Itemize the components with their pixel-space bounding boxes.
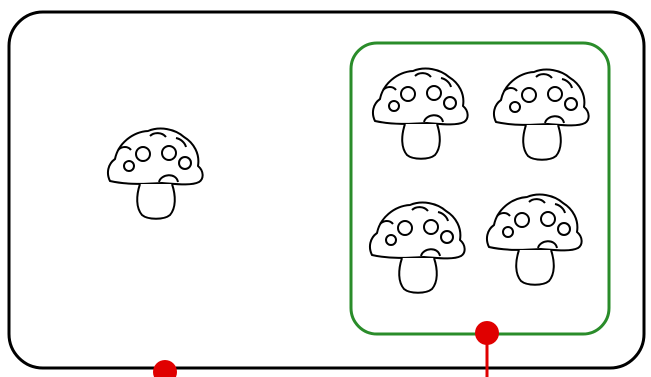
mushroom-icon — [371, 67, 469, 160]
mushroom-icon — [485, 193, 583, 286]
outer-connector-dot[interactable] — [153, 360, 177, 377]
group-connector-dot[interactable] — [475, 321, 499, 345]
outer-frame — [7, 10, 646, 370]
mushroom-icon — [492, 68, 590, 161]
mushroom-icon — [368, 201, 466, 294]
mushroom-icon — [106, 127, 204, 220]
